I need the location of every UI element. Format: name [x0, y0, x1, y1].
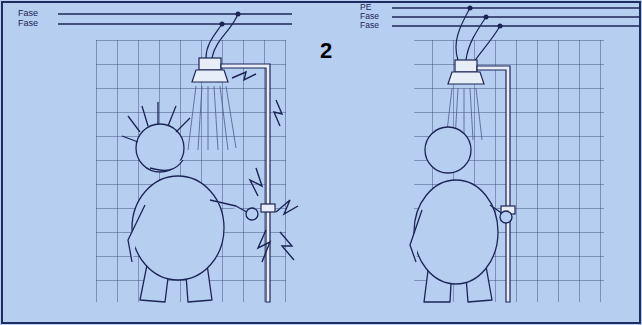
line-label: PE: [360, 3, 371, 12]
line-label: Fase: [18, 19, 38, 28]
line-label: Fase: [360, 12, 379, 21]
line-label: Fase: [18, 9, 38, 18]
panel-number: 2: [320, 40, 332, 62]
line-label: Fase: [360, 21, 379, 30]
